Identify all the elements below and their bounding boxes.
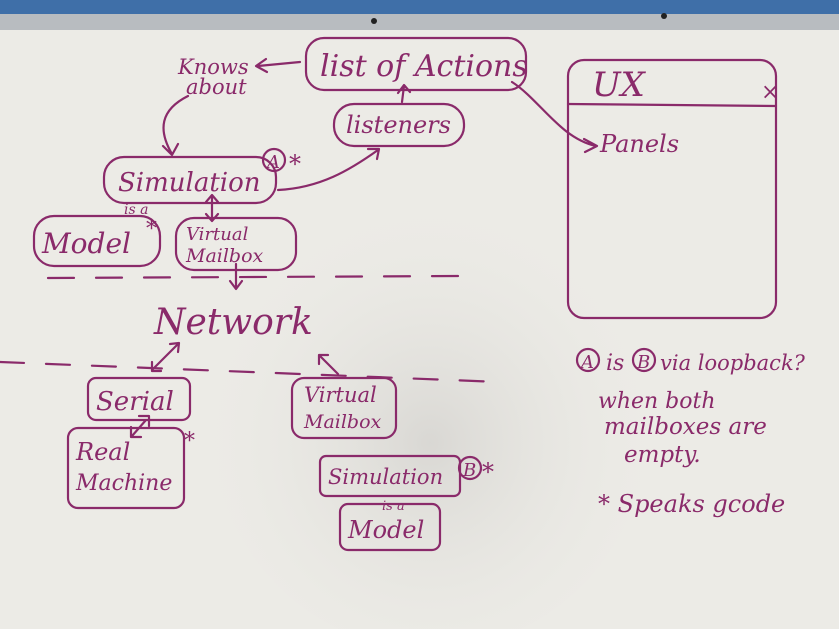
arrow-listeners-to-actions [396, 83, 412, 104]
note-a-text: A [579, 352, 594, 373]
real-text: Real [75, 438, 130, 466]
marker-a-top-text: A [265, 152, 280, 173]
marker-b-circle-bottom [457, 455, 483, 481]
note-line2-text: when both [598, 389, 716, 414]
real-machine-node: Real Machine [66, 426, 186, 510]
virtual-mailbox-top-node: Virtual Mailbox [174, 216, 298, 272]
marker-b-bottom-text: B [462, 460, 476, 481]
arrow-mailbox-to-network [228, 262, 244, 291]
wall [0, 0, 839, 14]
simulation-bottom-node: Simulation [318, 454, 462, 498]
model-bottom-node: Model [338, 502, 442, 552]
machine-text: Machine [75, 471, 172, 496]
star-bottom-text: * [482, 458, 494, 486]
upper-dashed-line [46, 274, 462, 280]
frame-screw-left [371, 18, 377, 24]
virtual-top-text: Virtual [186, 224, 249, 245]
arrow-network-serial [150, 341, 181, 373]
board-frame [0, 14, 839, 30]
note-line1-text: via loopback? [660, 351, 806, 375]
frame-screw-right [661, 13, 667, 19]
arrow-serial-machine [129, 414, 151, 439]
star-machine-text: * [184, 429, 195, 454]
simulation-bottom-text: Simulation [328, 465, 443, 489]
note-b-text: B [636, 352, 650, 373]
simulation-top-text: Simulation [118, 168, 261, 198]
arrow-simulation-to-listeners [276, 147, 381, 192]
arrow-actions-to-panels [510, 80, 599, 154]
arrow-knows-to-simulation [161, 94, 190, 157]
mailbox-bottom-text: Mailbox [303, 411, 382, 433]
about-text: about [186, 75, 247, 99]
arrow-simulation-mailbox [204, 193, 220, 223]
lower-dashed-line [0, 360, 502, 384]
star-model-text: * [146, 217, 157, 242]
virtual-bottom-text: Virtual [304, 383, 377, 407]
gcode-note-text: * Speaks gcode [598, 490, 785, 518]
model-bottom-text: Model [347, 516, 424, 544]
arrow-actions-to-knows [254, 57, 302, 74]
model-top-node: Model [32, 214, 162, 268]
marker-a-circle-top [261, 147, 287, 173]
model-top-text: Model [41, 227, 131, 260]
virtual-mailbox-bottom-node: Virtual Mailbox [290, 376, 398, 440]
note-is-text: is [606, 351, 624, 376]
panels-text: Panels [599, 130, 679, 158]
ux-window: UX × Panels [566, 58, 779, 320]
list-of-actions-text: list of Actions [320, 49, 528, 84]
note-line4-text: empty. [624, 442, 701, 468]
listeners-node: listeners [332, 102, 466, 148]
serial-node: Serial [86, 376, 192, 422]
network-text: Network [153, 302, 313, 343]
note-line3-text: mailboxes are [604, 414, 767, 440]
close-x-icon: × [761, 80, 779, 105]
list-of-actions-node: list of Actions [304, 36, 528, 92]
listeners-text: listeners [346, 111, 451, 139]
star-top-text: * [289, 150, 301, 178]
reflection-shadow [210, 190, 650, 629]
arrow-mailbox-to-network-lower [317, 353, 340, 376]
loopback-note: A is B via loopback? when both mailboxes… [575, 347, 806, 468]
serial-text: Serial [96, 387, 174, 417]
isa-top-text: is a [124, 202, 148, 218]
simulation-top-node: Simulation [102, 155, 278, 205]
mailbox-top-text: Mailbox [185, 245, 264, 267]
isa-bottom-text: is a [382, 499, 405, 514]
ux-text: UX [592, 65, 647, 105]
knows-text: Knows [177, 55, 249, 79]
